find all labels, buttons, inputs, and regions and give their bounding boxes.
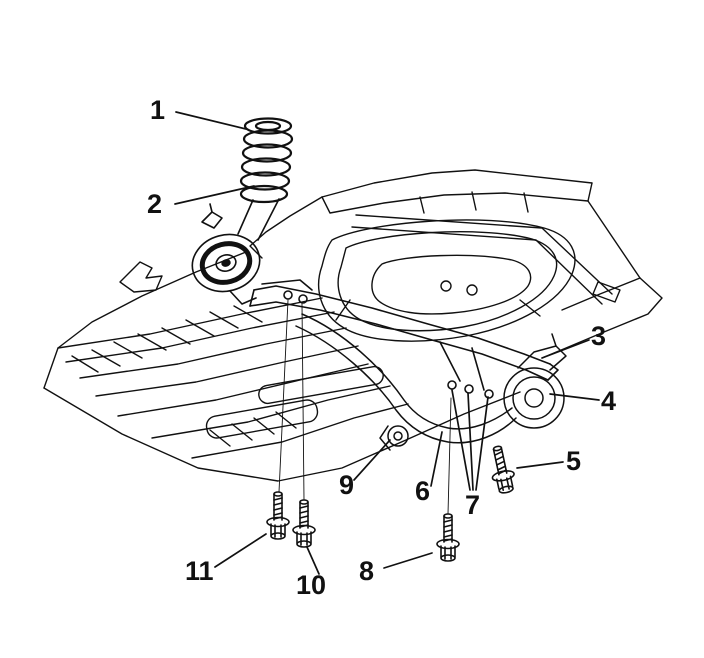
callout-11: 11 [185, 556, 214, 586]
leader-1 [175, 111, 247, 130]
hub-assembly [503, 333, 567, 429]
callout-7: 7 [465, 490, 481, 520]
projection-lines [278, 299, 452, 515]
bolt-5 [491, 445, 515, 494]
leader-6 [430, 431, 443, 487]
shock-absorber [191, 198, 280, 305]
callout-3: 3 [591, 321, 607, 351]
leader-7c [475, 396, 489, 491]
leader-10 [306, 546, 320, 575]
coil-spring [239, 117, 294, 204]
callout-4: 4 [601, 386, 617, 416]
leader-4 [549, 393, 600, 401]
callout-8: 8 [359, 556, 375, 586]
leader-lines [174, 111, 600, 575]
leader-8 [383, 552, 433, 569]
leader-9 [353, 439, 391, 481]
underbody-panels [43, 196, 521, 482]
callout-10: 10 [296, 570, 327, 600]
bolt-11 [266, 491, 290, 540]
callout-6: 6 [415, 476, 431, 506]
callout-9: 9 [339, 470, 355, 500]
callout-2: 2 [147, 189, 163, 219]
leader-3 [541, 339, 590, 359]
callout-1: 1 [150, 95, 166, 125]
leader-7b [467, 392, 474, 491]
bolt-10 [292, 499, 316, 548]
leader-7a [451, 389, 471, 491]
leader-5 [516, 461, 564, 469]
leader-2 [174, 185, 255, 205]
leader-11 [214, 533, 267, 568]
callout-5: 5 [566, 446, 582, 476]
bolt-8 [436, 513, 460, 562]
spare-tire-well [318, 219, 576, 342]
